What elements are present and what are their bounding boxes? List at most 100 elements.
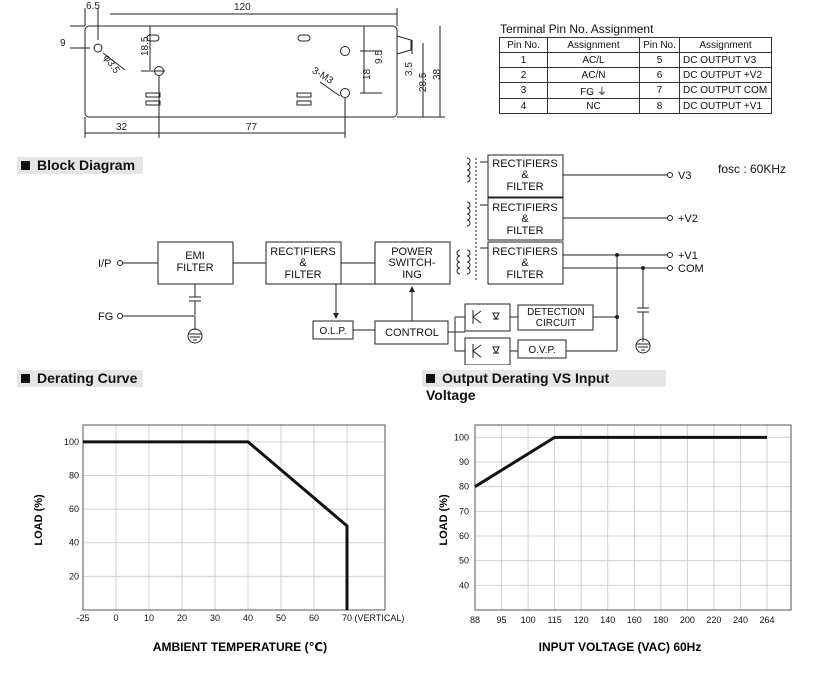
x-tick-label: 30 bbox=[210, 613, 220, 623]
y-axis-label: LOAD (%) bbox=[33, 494, 45, 546]
derating-series-line bbox=[83, 440, 349, 610]
output-derating-heading: Output Derating VS Input Voltage bbox=[422, 370, 666, 403]
x-axis-label: AMBIENT TEMPERATURE (℃) bbox=[153, 640, 327, 654]
com-label: COM bbox=[678, 263, 704, 275]
table-cell: 2 bbox=[499, 67, 548, 83]
rect-v3-label: RECTIFIERS bbox=[492, 158, 557, 170]
table-row: 3 FG ⏚ 7 DC OUTPUT COM bbox=[499, 82, 772, 99]
table-cell: DC OUTPUT V3 bbox=[679, 52, 772, 68]
y-tick-label: 60 bbox=[69, 504, 79, 514]
column-header: Pin No. bbox=[499, 37, 548, 53]
table-cell: AC/L bbox=[547, 52, 640, 68]
x-tick-label: 200 bbox=[680, 615, 695, 625]
y-tick-label: 100 bbox=[64, 437, 79, 447]
pin-assignment-table: Pin No. Assignment Pin No. Assignment 1 … bbox=[499, 37, 772, 114]
table-cell: DC OUTPUT COM bbox=[679, 82, 772, 99]
bullet-square-icon bbox=[21, 161, 30, 170]
optocoupler-2 bbox=[464, 337, 511, 365]
dim-32: 32 bbox=[116, 122, 128, 133]
y-tick-label: 60 bbox=[459, 531, 469, 541]
rect-label: & bbox=[299, 257, 307, 269]
rect-v2-label: FILTER bbox=[506, 225, 543, 237]
mounting-hole bbox=[93, 43, 103, 53]
dim-28-5: 28.5 bbox=[418, 72, 429, 92]
x-tick-label: 88 bbox=[470, 615, 480, 625]
rect-v1-label: RECTIFIERS bbox=[492, 246, 557, 258]
ovp-label: O.V.P. bbox=[528, 345, 555, 356]
table-cell: AC/N bbox=[547, 67, 640, 83]
dim-hole: φ3.5 bbox=[101, 53, 122, 76]
rectifier-v2-box bbox=[487, 197, 564, 241]
dim-120: 120 bbox=[234, 2, 251, 13]
y-tick-label: 50 bbox=[459, 556, 469, 566]
heading-text: Output Derating VS Input Voltage bbox=[426, 370, 610, 403]
table-row: 1 AC/L 5 DC OUTPUT V3 bbox=[499, 52, 772, 68]
rect-v1-label: & bbox=[521, 257, 529, 269]
plot-frame bbox=[474, 424, 792, 611]
y-tick-label: 40 bbox=[69, 538, 79, 548]
x-tick-label: 140 bbox=[600, 615, 615, 625]
x-tick-label: 0 bbox=[113, 613, 118, 623]
dim-6-5: 6.5 bbox=[86, 1, 100, 12]
column-header: Pin No. bbox=[639, 37, 680, 53]
x-tick-label: 70 (VERTICAL) bbox=[342, 613, 404, 623]
v1-label: +V1 bbox=[678, 250, 698, 262]
table-cell: DC OUTPUT +V1 bbox=[679, 98, 772, 114]
x-axis-label: INPUT VOLTAGE (VAC) 60Hz bbox=[539, 640, 702, 654]
table-cell: 1 bbox=[499, 52, 548, 68]
rect-v3-label: & bbox=[521, 169, 529, 181]
dim-9: 9 bbox=[60, 38, 66, 49]
heading-text: Block Diagram bbox=[37, 157, 136, 173]
rect-v3-label: FILTER bbox=[506, 181, 543, 193]
y-tick-label: 20 bbox=[69, 571, 79, 581]
x-tick-label: 20 bbox=[177, 613, 187, 623]
x-tick-label: 180 bbox=[653, 615, 668, 625]
emi-label: FILTER bbox=[176, 262, 213, 274]
x-tick-label: 50 bbox=[276, 613, 286, 623]
y-tick-label: 40 bbox=[459, 580, 469, 590]
case-outline bbox=[84, 25, 398, 118]
power-label: POWER bbox=[391, 246, 433, 258]
derating-curve-heading: Derating Curve bbox=[17, 370, 143, 387]
x-tick-label: 60 bbox=[309, 613, 319, 623]
table-cell: 5 bbox=[639, 52, 680, 68]
detection-label: CIRCUIT bbox=[536, 318, 577, 329]
column-header: Assignment bbox=[547, 37, 640, 53]
rect-label: FILTER bbox=[284, 269, 321, 281]
rect-v2-label: RECTIFIERS bbox=[492, 202, 557, 214]
pin-table-title: Terminal Pin No. Assignment bbox=[500, 22, 654, 36]
x-tick-label: 120 bbox=[574, 615, 589, 625]
x-tick-label: 10 bbox=[144, 613, 154, 623]
table-cell: 6 bbox=[639, 67, 680, 83]
x-tick-label: 240 bbox=[733, 615, 748, 625]
rect-v2-label: & bbox=[521, 213, 529, 225]
block-diagram-heading: Block Diagram bbox=[17, 157, 143, 174]
table-row: 4 NC 8 DC OUTPUT +V1 bbox=[499, 98, 772, 114]
y-tick-label: 90 bbox=[459, 457, 469, 467]
table-cell: 7 bbox=[639, 82, 680, 99]
bullet-square-icon bbox=[21, 374, 30, 383]
y-tick-label: 80 bbox=[459, 482, 469, 492]
x-tick-label: -25 bbox=[76, 613, 89, 623]
plot-frame bbox=[82, 424, 386, 611]
dim-9-5: 9.5 bbox=[374, 50, 385, 64]
table-header-row: Pin No. Assignment Pin No. Assignment bbox=[499, 37, 772, 53]
ovp-box bbox=[517, 339, 567, 359]
x-tick-label: 220 bbox=[706, 615, 721, 625]
column-header: Assignment bbox=[679, 37, 772, 53]
dim-3-5: 3.5 bbox=[404, 62, 415, 76]
table-cell: 3 bbox=[499, 82, 548, 99]
emi-label: EMI bbox=[185, 250, 205, 262]
rect-label: RECTIFIERS bbox=[270, 246, 335, 258]
x-tick-label: 264 bbox=[759, 615, 774, 625]
table-cell: FG ⏚ bbox=[547, 82, 640, 99]
table-cell: DC OUTPUT +V2 bbox=[679, 67, 772, 83]
power-label: ING bbox=[402, 269, 422, 281]
table-row: 2 AC/N 6 DC OUTPUT +V2 bbox=[499, 67, 772, 83]
detection-label: DETECTION bbox=[527, 307, 585, 318]
fg-label: FG bbox=[98, 311, 113, 323]
dim-38: 38 bbox=[432, 68, 443, 80]
y-tick-label: 70 bbox=[459, 506, 469, 516]
